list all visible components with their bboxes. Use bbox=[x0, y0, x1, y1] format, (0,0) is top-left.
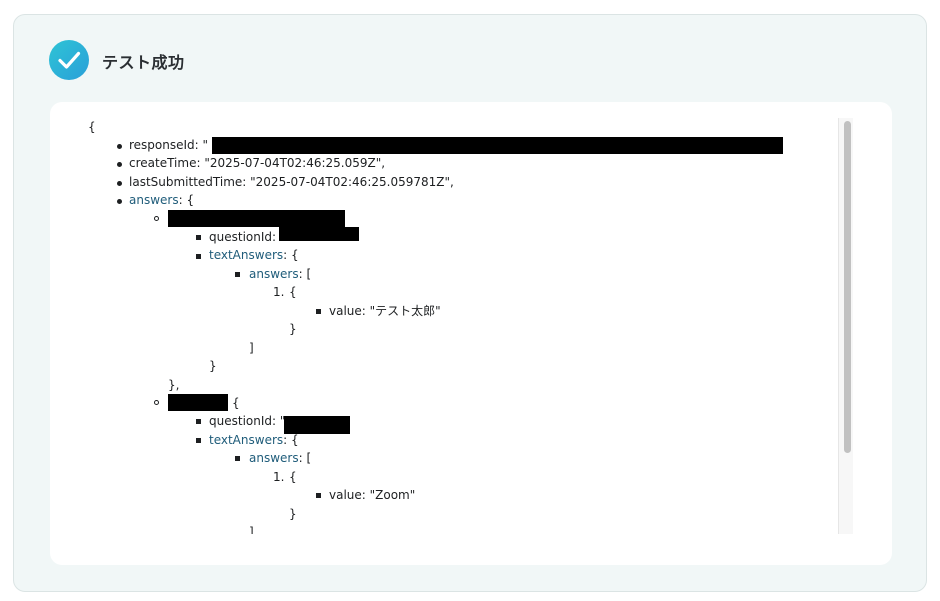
last-submitted-time-line: lastSubmittedTime: "2025-07-04T02:46:25.… bbox=[129, 175, 454, 189]
bullet bbox=[316, 493, 321, 498]
bullet bbox=[196, 254, 201, 259]
redacted-value bbox=[279, 227, 359, 241]
bullet bbox=[196, 235, 201, 240]
text-answers-key[interactable]: textAnswers bbox=[209, 433, 284, 447]
response-id-key: responseId: " bbox=[129, 138, 209, 152]
answers-key[interactable]: answers bbox=[129, 193, 179, 207]
redacted-question-key bbox=[168, 210, 345, 227]
item-open-brace: { bbox=[289, 285, 297, 299]
redacted-question-key bbox=[168, 394, 228, 411]
question-close: }, bbox=[168, 378, 180, 392]
answers-node[interactable]: answers: { bbox=[129, 191, 194, 209]
bullet bbox=[196, 419, 201, 424]
item-close-brace: } bbox=[289, 322, 297, 336]
text-answers-node[interactable]: textAnswers: { bbox=[209, 246, 299, 264]
bullet bbox=[117, 199, 122, 204]
json-output-panel: { responseId: " createTime: "2025-07-04T… bbox=[50, 102, 892, 565]
bullet bbox=[117, 144, 122, 149]
list-item-number: 1. bbox=[273, 470, 285, 484]
create-time-line: createTime: "2025-07-04T02:46:25.059Z", bbox=[129, 156, 386, 170]
vertical-scrollbar[interactable] bbox=[838, 118, 853, 534]
answers-array-open: : [ bbox=[298, 451, 312, 465]
bullet bbox=[154, 400, 159, 405]
value-line: value: "Zoom" bbox=[329, 488, 416, 502]
answers-array-node[interactable]: answers: [ bbox=[249, 449, 311, 467]
redacted-value bbox=[212, 137, 783, 154]
bullet bbox=[235, 456, 240, 461]
bullet bbox=[316, 309, 321, 314]
page-title: テスト成功 bbox=[102, 53, 185, 72]
answers-array-open: : [ bbox=[298, 267, 312, 281]
bullet bbox=[196, 438, 201, 443]
scrollbar-thumb[interactable] bbox=[844, 121, 851, 453]
question-id-key: questionId: bbox=[209, 230, 277, 244]
item-open-brace: { bbox=[289, 470, 297, 484]
text-answers-close: } bbox=[209, 359, 217, 373]
item-close-brace: } bbox=[289, 507, 297, 521]
text-answers-node[interactable]: textAnswers: { bbox=[209, 431, 299, 449]
check-circle-icon bbox=[49, 40, 89, 80]
json-tree: { responseId: " createTime: "2025-07-04T… bbox=[50, 102, 838, 534]
bullet bbox=[117, 162, 122, 167]
value-line: value: "テスト太郎" bbox=[329, 304, 441, 318]
answers-array-key[interactable]: answers bbox=[249, 267, 299, 281]
text-answers-open: : { bbox=[283, 433, 299, 447]
list-item-number: 1. bbox=[273, 285, 285, 299]
question-id-key: questionId: " bbox=[209, 414, 286, 428]
question-open-brace: { bbox=[232, 396, 240, 410]
json-open-brace: { bbox=[88, 120, 96, 134]
bullet bbox=[235, 272, 240, 277]
answers-array-key[interactable]: answers bbox=[249, 451, 299, 465]
array-close: ] bbox=[249, 525, 254, 534]
bullet bbox=[154, 216, 159, 221]
text-answers-open: : { bbox=[283, 248, 299, 262]
answers-array-node[interactable]: answers: [ bbox=[249, 265, 311, 283]
redacted-value bbox=[284, 416, 350, 434]
array-close: ] bbox=[249, 341, 254, 355]
text-answers-key[interactable]: textAnswers bbox=[209, 248, 284, 262]
answers-open: : { bbox=[178, 193, 195, 207]
bullet bbox=[117, 181, 122, 186]
